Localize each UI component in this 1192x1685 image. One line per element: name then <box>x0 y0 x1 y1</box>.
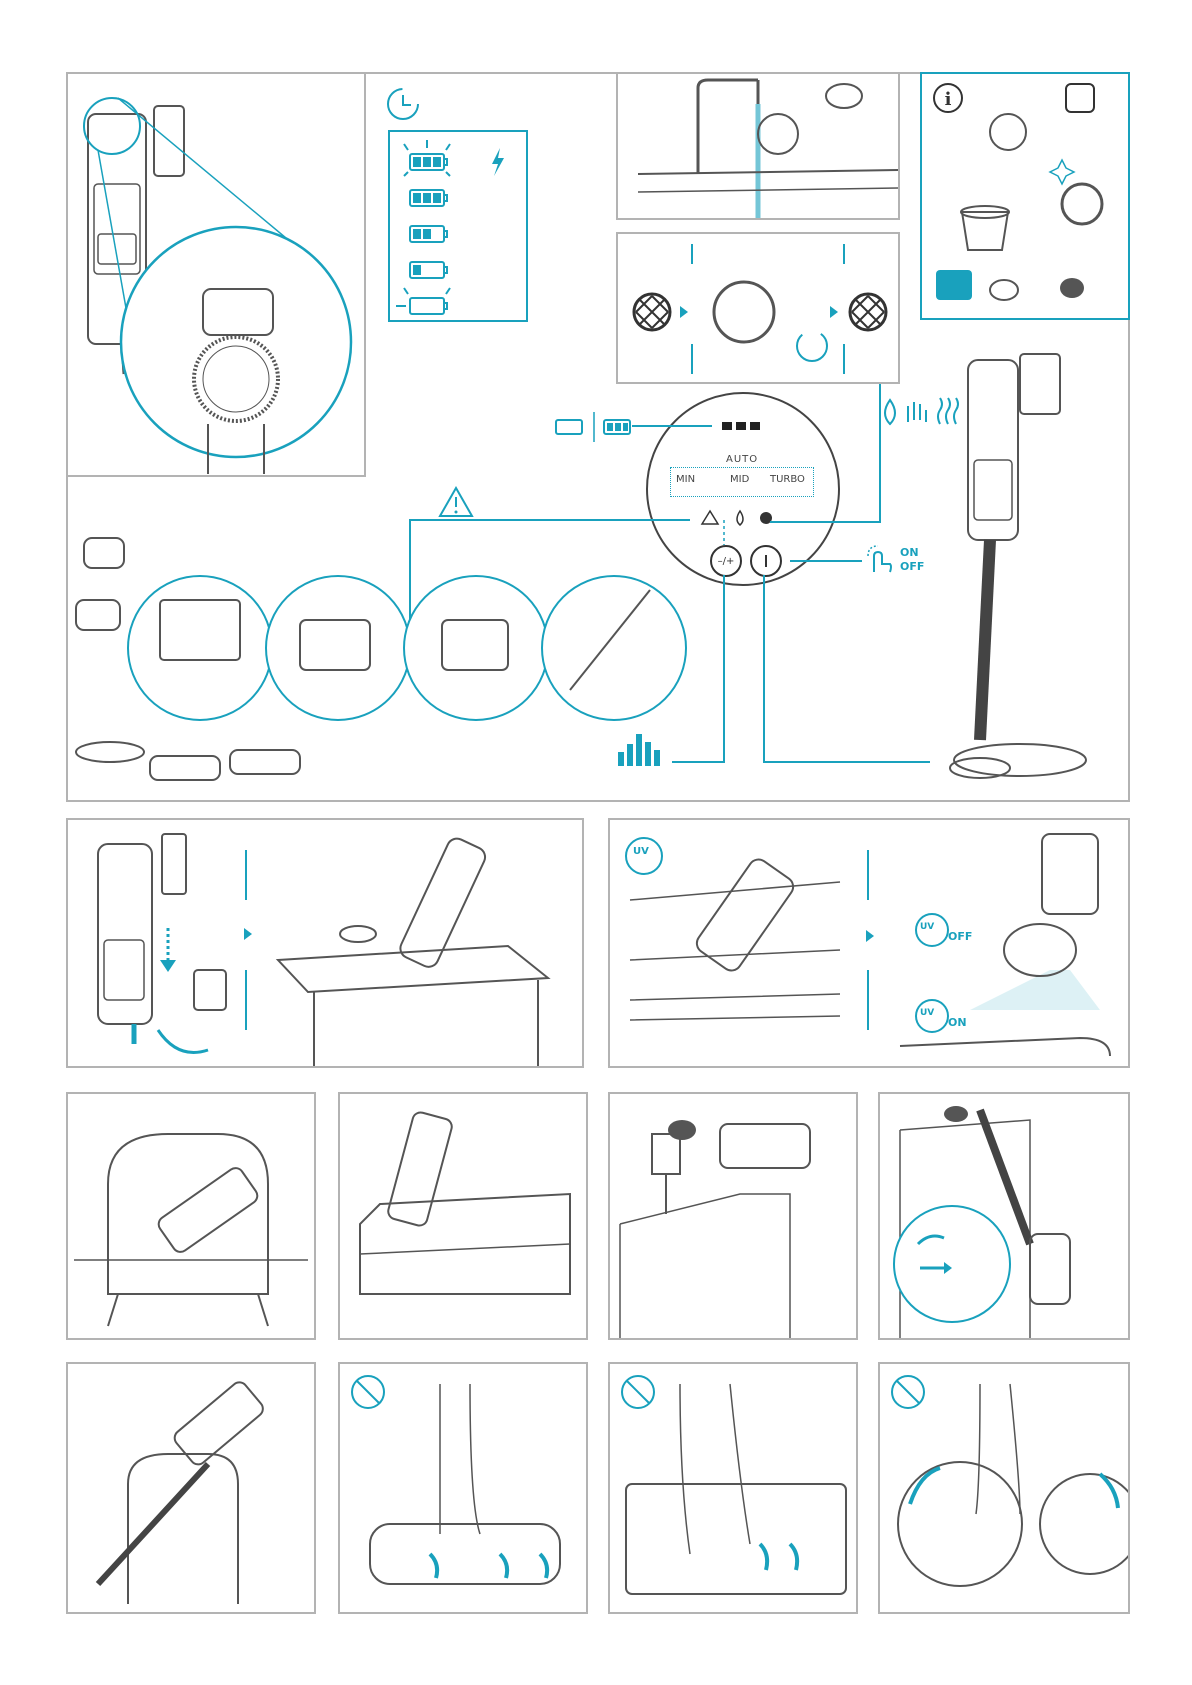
high-cleaning-panel <box>878 1092 1130 1340</box>
crevice-tool-panel <box>66 1362 316 1614</box>
no-touch-underside-panel <box>608 1362 858 1614</box>
uv-mode-panel <box>608 818 1130 1068</box>
armchair-cleaning-illustration <box>68 1094 314 1338</box>
uv-on-label: ON <box>948 1016 967 1029</box>
uv-badge-label: UV <box>633 846 649 857</box>
no-touch-brushroll-illustration <box>340 1364 586 1612</box>
no-touch-brushroll-panel <box>338 1362 588 1614</box>
uv-off-label: OFF <box>948 930 972 943</box>
power-on-label: ON <box>900 546 919 559</box>
no-touch-mop-pads-illustration <box>880 1364 1128 1612</box>
maintenance-circles <box>70 530 690 800</box>
water-drop-icon <box>885 400 895 424</box>
handheld-mode-illustration <box>68 820 582 1066</box>
touch-icon <box>864 544 896 576</box>
furniture-top-cleaning-panel <box>608 1092 858 1340</box>
charging-indicator <box>552 410 632 444</box>
uv-on-badge: UV <box>920 1008 934 1018</box>
sofa-cleaning-illustration <box>340 1094 586 1338</box>
handheld-mode-panel <box>66 818 584 1068</box>
high-cleaning-illustration <box>880 1094 1128 1338</box>
warning-triangle-icon <box>438 486 474 518</box>
stick-vacuum-illustration <box>920 350 1110 790</box>
no-touch-mop-pads-panel <box>878 1362 1130 1614</box>
furniture-top-cleaning-illustration <box>610 1094 856 1338</box>
armchair-cleaning-panel <box>66 1092 316 1340</box>
uv-off-badge: UV <box>920 922 934 932</box>
crevice-tool-illustration <box>68 1364 314 1612</box>
no-touch-underside-illustration <box>610 1364 856 1612</box>
uv-mode-illustration <box>610 820 1128 1066</box>
sofa-cleaning-panel <box>338 1092 588 1340</box>
